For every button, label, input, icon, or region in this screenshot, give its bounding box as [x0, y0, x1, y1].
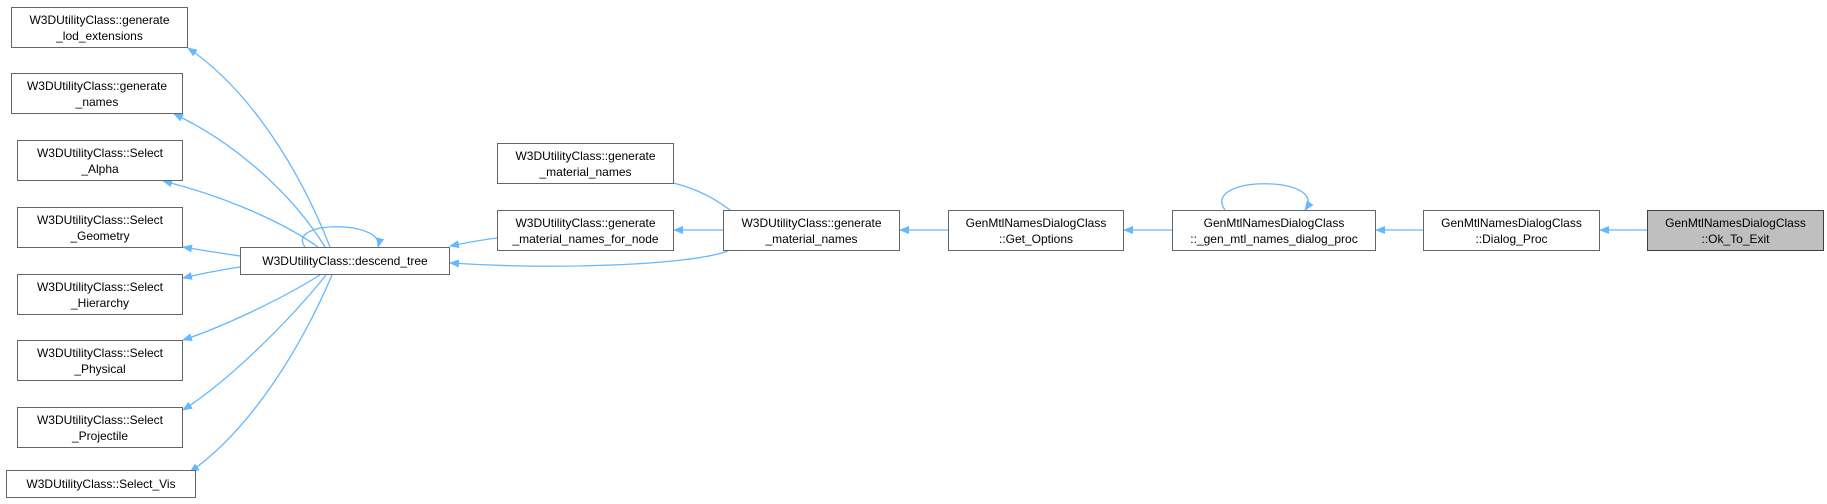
node-label-line: W3DUtilityClass::descend_tree — [262, 254, 428, 268]
node-label-line: _material_names — [539, 164, 632, 179]
node-sel-alpha[interactable]: W3DUtilityClass::Select _Alpha — [17, 140, 183, 181]
edge-descend-to-sel-projectile — [182, 274, 327, 411]
node-label-line: W3DUtilityClass::generate — [26, 78, 168, 93]
node-label-line: W3DUtilityClass::Select — [36, 279, 164, 294]
node-label-line: _Geometry — [70, 228, 130, 243]
edge-dialog-inner-self-loop — [1221, 183, 1314, 211]
node-label-line: W3DUtilityClass::generate — [741, 215, 882, 230]
node-label-line: W3DUtilityClass::generate — [515, 148, 656, 163]
node-label-line: _material_names_for_node — [512, 231, 659, 246]
node-sel-hierarchy[interactable]: W3DUtilityClass::Select _Hierarchy — [17, 274, 183, 315]
node-label-line: W3DUtilityClass::Select — [36, 345, 164, 360]
edge-descend-to-sel-vis — [189, 274, 333, 473]
node-label-line: W3DUtilityClass::Select — [36, 145, 164, 160]
node-label-line: GenMtlNamesDialogClass — [1203, 215, 1345, 230]
node-label-line: _names — [75, 94, 119, 109]
node-label-line: ::_gen_mtl_names_dialog_proc — [1190, 231, 1358, 246]
node-sel-physical[interactable]: W3DUtilityClass::Select _Physical — [17, 340, 183, 381]
node-label-line: W3DUtilityClass::generate — [515, 215, 656, 230]
node-gen-lod-ext[interactable]: W3DUtilityClass::generate _lod_extension… — [11, 7, 188, 48]
node-gen-mat-names-b[interactable]: W3DUtilityClass::generate _material_name… — [723, 210, 900, 251]
node-gen-names[interactable]: W3DUtilityClass::generate _names — [11, 73, 183, 114]
edge-descend-to-sel-physical — [182, 274, 321, 342]
node-label-line: ::Get_Options — [998, 231, 1074, 246]
node-gen-mat-names-a[interactable]: W3DUtilityClass::generate _material_name… — [497, 143, 674, 184]
node-sel-vis[interactable]: W3DUtilityClass::Select_Vis — [6, 470, 196, 498]
node-label-line: _Physical — [74, 361, 126, 376]
node-label-line: ::Dialog_Proc — [1475, 231, 1548, 246]
node-label-line: W3DUtilityClass::Select — [36, 412, 164, 427]
edge-descend-to-sel-hierarchy — [182, 266, 241, 280]
node-descend-tree[interactable]: W3DUtilityClass::descend_tree — [240, 247, 450, 275]
node-get-options[interactable]: GenMtlNamesDialogClass ::Get_Options — [948, 210, 1124, 251]
edge-descend-to-gen-mat-b — [449, 250, 729, 268]
node-label-line: W3DUtilityClass::generate — [29, 12, 170, 27]
edge-descend-to-sel-alpha — [162, 179, 319, 248]
node-label-line: GenMtlNamesDialogClass — [1441, 215, 1582, 230]
node-label-line: W3DUtilityClass::Select_Vis — [26, 477, 176, 491]
node-label-line: _Hierarchy — [70, 295, 130, 310]
node-label-line: _Alpha — [81, 161, 119, 176]
node-label-line: W3DUtilityClass::Select — [36, 212, 164, 227]
edge-descend-self-loop — [301, 226, 385, 248]
node-label-line: GenMtlNamesDialogClass — [965, 215, 1107, 230]
edge-node-to-descend — [449, 237, 498, 249]
node-label-line: ::Ok_To_Exit — [1701, 231, 1770, 246]
node-label-line: _lod_extensions — [56, 28, 143, 43]
edge-descend-to-sel-geometry — [182, 244, 241, 257]
edge-descend-to-gen-names — [173, 113, 326, 248]
node-label-line: _material_names — [765, 231, 858, 246]
node-dialog-proc-inner[interactable]: GenMtlNamesDialogClass ::_gen_mtl_names_… — [1172, 210, 1376, 251]
node-gen-mat-names-node[interactable]: W3DUtilityClass::generate _material_name… — [497, 210, 674, 251]
node-label-line: GenMtlNamesDialogClass — [1665, 215, 1806, 230]
node-dialog-proc[interactable]: GenMtlNamesDialogClass ::Dialog_Proc — [1423, 210, 1600, 251]
node-sel-projectile[interactable]: W3DUtilityClass::Select _Projectile — [17, 407, 183, 448]
edge-descend-to-gen-lod-ext — [187, 47, 331, 248]
node-sel-geometry[interactable]: W3DUtilityClass::Select _Geometry — [17, 207, 183, 248]
node-label-line: _Projectile — [71, 428, 129, 443]
node-ok-to-exit[interactable]: GenMtlNamesDialogClass ::Ok_To_Exit — [1647, 210, 1824, 251]
